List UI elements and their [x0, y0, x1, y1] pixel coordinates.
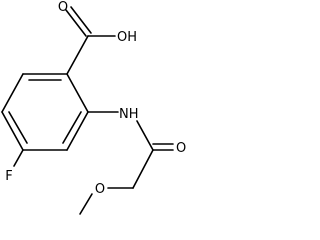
amide-group: NH O	[87, 107, 186, 189]
methoxy-group: O	[79, 182, 134, 215]
fluoro-substituent: F	[5, 149, 24, 184]
atom-carboxyl-o: O	[58, 0, 68, 15]
benzene-ring	[1, 73, 89, 151]
carboxyl-group: O OH	[58, 0, 137, 75]
ring-double-inner-right	[62, 111, 82, 144]
ring-bond-c5-c6	[1, 73, 24, 113]
bond-ring-carboxyl	[66, 35, 89, 75]
bond-carbonyl-double-b	[70, 6, 92, 34]
atom-amide-nh: NH	[119, 107, 139, 122]
atom-amide-o: O	[176, 141, 186, 156]
bond-carbonyl-ch2	[132, 149, 154, 189]
ring-bond-c1-c2	[66, 73, 89, 113]
ring-bond-c4-c5	[1, 111, 24, 151]
ring-bond-c2-c3	[66, 111, 89, 151]
atom-ether-o: O	[95, 182, 105, 197]
bond-nh-carbonyl	[136, 120, 154, 151]
ring-double-inner-left	[8, 111, 28, 144]
chemical-structure: O OH NH O O F	[1, 0, 186, 215]
atom-fluorine: F	[5, 169, 12, 184]
bond-carbonyl-double-a	[65, 9, 87, 37]
bond-ring-fluorine	[13, 149, 24, 167]
bond-ether-o-ch3	[79, 193, 93, 215]
atom-carboxyl-oh: OH	[117, 30, 137, 45]
